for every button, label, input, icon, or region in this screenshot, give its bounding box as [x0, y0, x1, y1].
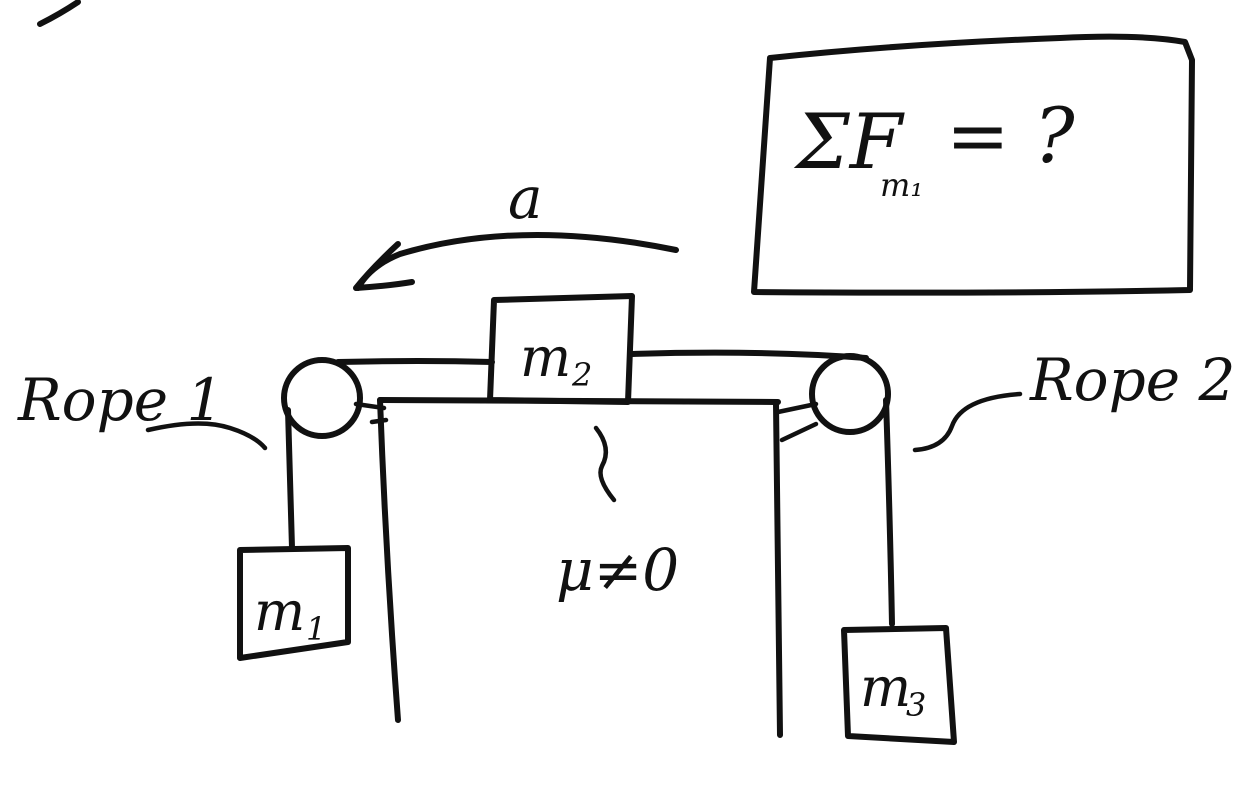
rope-1-hanging — [285, 407, 295, 551]
question-text: ΣF m₁ = ? — [793, 91, 1076, 204]
friction-label: μ≠0 — [556, 536, 679, 604]
friction-squiggle — [593, 425, 617, 503]
acceleration-arrow: a — [353, 164, 679, 291]
block-m1: m 1 — [237, 545, 351, 661]
table-left-leg — [377, 397, 401, 723]
acceleration-label: a — [508, 164, 543, 232]
pulley-right-bracket — [775, 401, 819, 415]
block-m3-subscript: 3 — [906, 686, 926, 724]
question-suffix: = ? — [946, 91, 1076, 180]
block-m2-subscript: 2 — [571, 356, 592, 394]
rope-left-horizontal — [335, 358, 495, 365]
block-m1-outline — [237, 545, 351, 661]
block-m2-letter: m — [520, 326, 571, 389]
block-m2: m 2 — [487, 293, 635, 405]
question-box — [751, 33, 1195, 296]
table-right-leg — [773, 401, 783, 738]
rope-2-leader — [912, 391, 1023, 453]
arrow-head — [353, 241, 415, 291]
block-m3: m 3 — [841, 625, 957, 745]
pulley-left — [281, 357, 363, 439]
stray-pen-mark — [37, 0, 81, 27]
question-subscript: m₁ — [880, 166, 923, 204]
pulley-right — [809, 353, 891, 435]
question-prefix: ΣF — [793, 97, 905, 186]
pulley-left-bracket-2 — [369, 417, 389, 425]
block-m2-outline — [487, 293, 635, 405]
rope-1-leader — [145, 421, 268, 451]
rope-2-hanging — [883, 397, 895, 627]
block-m1-subscript: 1 — [306, 610, 326, 648]
block-m3-letter: m — [860, 656, 911, 719]
block-m1-letter: m — [254, 580, 305, 643]
block-m3-outline — [841, 625, 957, 745]
pulley-left-bracket — [353, 401, 387, 411]
pulley-right-bracket-2 — [779, 421, 819, 443]
rope-2-label: Rope 2 — [1029, 346, 1235, 414]
rope-right-horizontal — [629, 349, 869, 361]
rope-1-label: Rope 1 — [17, 366, 223, 434]
